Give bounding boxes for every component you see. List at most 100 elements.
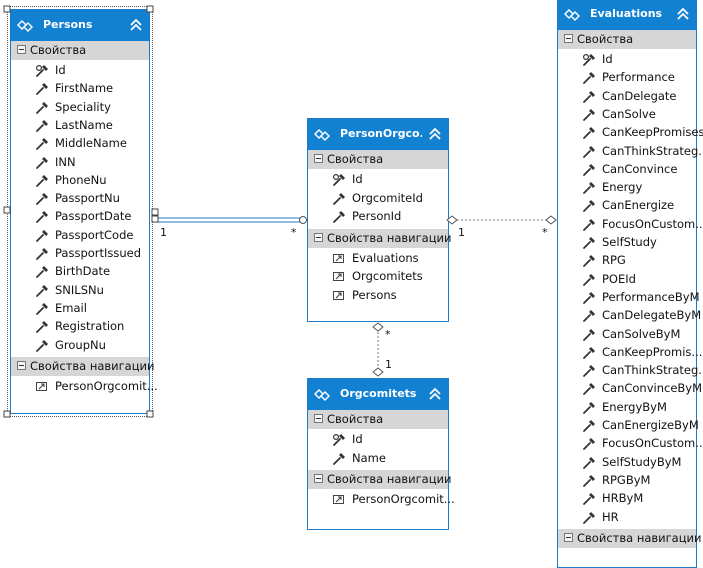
entity-property[interactable]: Performance [558,69,696,87]
entity-property[interactable]: CanConvinceByM [558,380,702,398]
entity-property[interactable]: CanEnergize [558,197,696,215]
entity-property[interactable]: LastName [11,117,149,135]
entity-property[interactable]: HR [558,509,696,527]
entity-property[interactable]: CanThinkStrateg... [558,143,703,161]
entity-property[interactable]: PassportCode [11,227,149,245]
navigation-section-header[interactable]: Свойства навигации [308,470,452,489]
entity-property[interactable]: PassportIssued [11,245,149,263]
collapse-icon[interactable] [675,6,691,22]
entity-property[interactable]: INN [11,154,149,172]
entity-property[interactable]: Email [11,300,149,318]
property-name: HRByM [602,491,644,506]
entity-property[interactable]: CanSolve [558,106,696,124]
properties-section-header[interactable]: Свойства [308,150,448,169]
navigation-section-header[interactable]: Свойства навигации [558,528,702,548]
property-icon [36,302,48,315]
entity-property[interactable]: RPG [558,252,696,270]
property-icon [36,174,48,187]
navigation-section-header[interactable]: Свойства навигации [11,356,155,376]
property-name: GroupNu [55,337,106,352]
entity-property[interactable]: CanKeepPromis... [558,344,702,362]
key-property-icon [332,173,345,186]
collapse-section-icon[interactable] [314,154,323,163]
entity-property[interactable]: POEId [558,271,696,289]
entity-property[interactable]: Id [308,431,448,449]
navigation-property[interactable]: Evaluations [308,250,448,268]
entity-header[interactable]: PersonOrgco... [308,119,448,150]
entity-property[interactable]: FocusOnCustom... [558,435,703,453]
properties-section-header[interactable]: Свойства [11,41,149,60]
collapse-icon[interactable] [427,126,443,142]
entity-property[interactable]: RPGByM [558,472,696,490]
navigation-property[interactable]: PersonOrgcomit... [308,491,455,509]
property-icon [583,273,595,286]
collapse-section-icon[interactable] [17,360,26,370]
section-label: Свойства [30,43,87,57]
entity-header[interactable]: Orgcomitets [308,379,448,410]
entity-property[interactable]: SelfStudy [558,234,696,252]
property-name: Id [352,432,363,446]
collapse-section-icon[interactable] [314,414,323,423]
entity-property[interactable]: Energy [558,179,696,197]
collapse-section-icon[interactable] [314,474,323,483]
selection-handle [3,410,11,418]
entity-property[interactable]: PhoneNu [11,172,149,190]
entity-property[interactable]: FirstName [11,80,149,98]
entity-header[interactable]: Evaluations [558,0,696,30]
properties-section-header[interactable]: Свойства [308,410,448,429]
multiplicity-label: 1 [385,358,392,371]
property-name: PersonOrgcomit... [55,378,158,393]
entity-person-orgcomitet[interactable]: PersonOrgco...СвойстваIdOrgcomiteIdPerso… [307,118,452,322]
collapse-section-icon[interactable] [564,532,573,542]
entity-property[interactable]: SelfStudyByM [558,454,696,472]
entity-property[interactable]: BirthDate [11,263,149,281]
entity-property[interactable]: EnergyByM [558,399,696,417]
navigation-section-header[interactable]: Свойства навигации [308,228,452,248]
entity-property[interactable]: HRByM [558,490,696,508]
entity-property[interactable]: Registration [11,318,149,336]
entity-property[interactable]: PassportDate [11,208,149,226]
property-name: Id [352,172,363,186]
navigation-property[interactable]: PersonOrgcomit... [11,378,158,396]
entity-property[interactable]: CanDelegateByM [558,307,701,325]
navigation-property[interactable]: Persons [308,287,448,305]
entity-property[interactable]: PerformanceByM [558,289,700,307]
section-label: Свойства навигации [327,472,452,486]
multiplicity-label: * [542,226,548,239]
entity-property[interactable]: PersonId [308,208,448,226]
entity-property[interactable]: CanSolveByM [558,326,696,344]
collapse-icon[interactable] [427,386,443,402]
collapse-section-icon[interactable] [314,232,323,242]
entity-property[interactable]: Id [11,62,149,80]
entity-property[interactable]: PassportNu [11,190,149,208]
entity-property[interactable]: Id [558,51,696,69]
entity-property[interactable]: MiddleName [11,135,149,153]
entity-property[interactable]: SNILSNu [11,282,149,300]
entity-property[interactable]: OrgcomiteId [308,190,448,208]
entity-header[interactable]: Persons [11,10,149,41]
navigation-property[interactable]: Orgcomitets [308,268,448,286]
entity-property[interactable]: CanEnergizeByM [558,417,699,435]
property-name: PassportIssued [55,246,142,260]
entity-property[interactable]: Name [308,450,448,468]
navigation-property-icon [333,253,344,263]
entity-property[interactable]: GroupNu [11,337,149,355]
collapse-icon[interactable] [128,17,144,33]
multiplicity-label: * [385,328,391,341]
property-icon [583,310,595,323]
entity-property[interactable]: CanThinkStrateg... [558,362,703,380]
entity-property[interactable]: Speciality [11,99,149,117]
collapse-section-icon[interactable] [564,34,573,43]
entity-property[interactable]: CanConvince [558,161,696,179]
entity-property[interactable]: FocusOnCustom... [558,216,703,234]
entity-property[interactable]: Id [308,171,448,189]
entity-property[interactable]: CanDelegate [558,88,696,106]
property-name: PassportDate [55,209,132,224]
properties-section-header[interactable]: Свойства [558,30,696,49]
collapse-section-icon[interactable] [17,45,26,54]
entity-property[interactable]: CanKeepPromises [558,124,703,142]
